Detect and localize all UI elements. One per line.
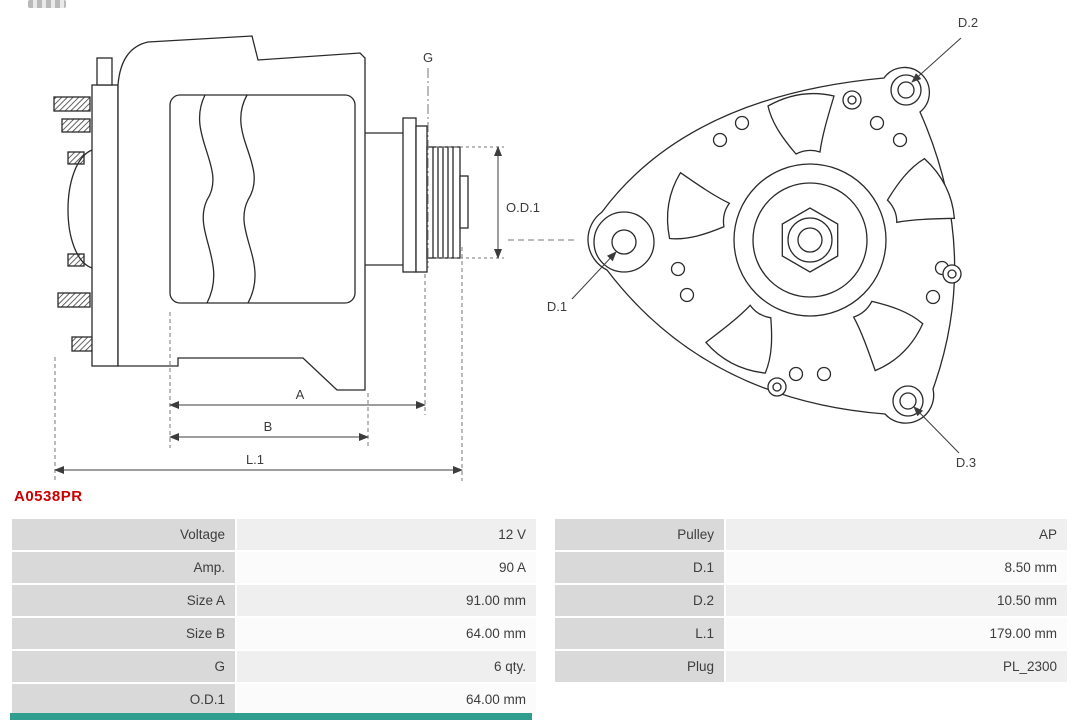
spec-label: G (12, 651, 235, 682)
spec-row: D.1 8.50 mm (555, 552, 1067, 583)
spec-value: 90 A (237, 552, 536, 583)
spec-row: Plug PL_2300 (555, 651, 1067, 682)
part-number: A0538PR (14, 488, 83, 505)
spec-value: PL_2300 (726, 651, 1067, 682)
mount-bracket (91, 84, 119, 367)
side-view-dim-lines (54, 146, 502, 474)
dim-label-d2: D.2 (958, 15, 978, 30)
d1-hole (611, 229, 637, 255)
dim-label-a: A (296, 387, 305, 402)
mounting-studs (53, 96, 97, 352)
d3-hole (899, 392, 917, 410)
front-bracket-face (169, 94, 356, 304)
housing-outline (117, 35, 366, 391)
leader-d2 (911, 37, 962, 83)
side-view-drawing (53, 35, 469, 391)
spec-label: L.1 (555, 618, 724, 649)
hub (733, 163, 887, 317)
pulley (402, 117, 469, 273)
spec-value: 91.00 mm (237, 585, 536, 616)
spec-row: Pulley AP (555, 519, 1067, 550)
dim-label-b: B (264, 419, 273, 434)
spec-row: D.2 10.50 mm (555, 585, 1067, 616)
dim-label-d1: D.1 (547, 299, 567, 314)
dim-label-g: G (423, 50, 433, 65)
casting-profile-2 (199, 94, 215, 304)
next-section-edge (10, 713, 532, 720)
dim-label-l1: L.1 (246, 452, 264, 467)
spec-value: 64.00 mm (237, 684, 536, 715)
spec-label: Size A (12, 585, 235, 616)
spec-value: 6 qty. (237, 651, 536, 682)
spec-label: Plug (555, 651, 724, 682)
spec-value: 10.50 mm (726, 585, 1067, 616)
casting-profile-1 (240, 94, 256, 304)
shaft-cylinder (365, 132, 403, 266)
dim-label-od1: O.D.1 (506, 200, 540, 215)
spec-value: 12 V (237, 519, 536, 550)
spec-label: Size B (12, 618, 235, 649)
spec-label: Amp. (12, 552, 235, 583)
top-lug (96, 57, 113, 86)
spec-table-right: Pulley AP D.1 8.50 mm D.2 10.50 mm L.1 1… (553, 517, 1069, 684)
spec-label: O.D.1 (12, 684, 235, 715)
spec-label: Voltage (12, 519, 235, 550)
leader-d1 (571, 251, 617, 300)
rear-view-drawing (587, 66, 962, 424)
spec-row: Voltage 12 V (12, 519, 536, 550)
spec-row: Size B 64.00 mm (12, 618, 536, 649)
cropped-page-artifact (28, 0, 66, 8)
spec-value: 179.00 mm (726, 618, 1067, 649)
technical-diagram: G O.D.1 A B L.1 (53, 15, 978, 481)
spec-value: AP (726, 519, 1067, 550)
ear-holes (593, 74, 924, 417)
spec-row: Size A 91.00 mm (12, 585, 536, 616)
leader-d3 (913, 406, 960, 454)
spec-label: D.2 (555, 585, 724, 616)
left-lug (67, 149, 93, 269)
spec-row: O.D.1 64.00 mm (12, 684, 536, 715)
spec-row: L.1 179.00 mm (555, 618, 1067, 649)
rear-view-leaders (571, 37, 962, 454)
spec-table-left: Voltage 12 V Amp. 90 A Size A 91.00 mm S… (10, 517, 538, 717)
spec-value: 64.00 mm (237, 618, 536, 649)
spec-row: G 6 qty. (12, 651, 536, 682)
dim-label-d3: D.3 (956, 455, 976, 470)
d2-hole (897, 81, 915, 99)
spec-value: 8.50 mm (726, 552, 1067, 583)
spec-label: D.1 (555, 552, 724, 583)
spec-row: Amp. 90 A (12, 552, 536, 583)
spec-label: Pulley (555, 519, 724, 550)
through-bolts (767, 90, 962, 397)
